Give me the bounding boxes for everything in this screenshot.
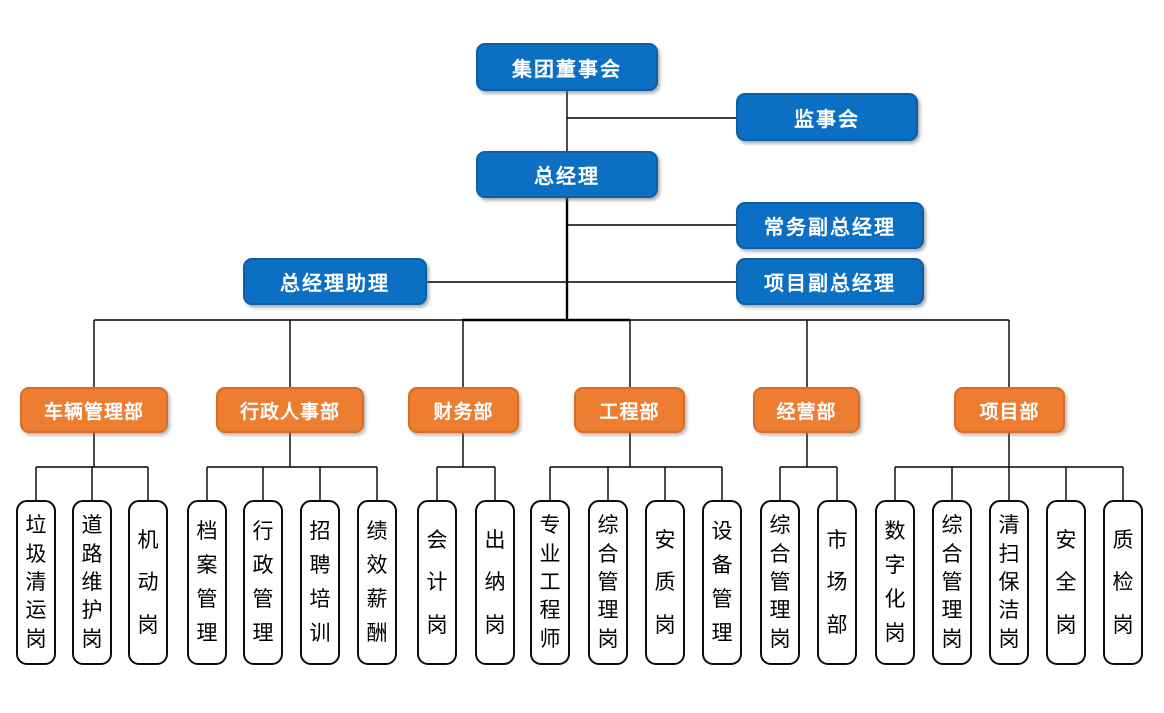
node-dept-admin-hr: 行政人事部	[216, 387, 364, 433]
node-dept-finance: 财务部	[408, 387, 519, 433]
node-dept-engineering: 工程部	[574, 387, 685, 433]
node-supervisory-board: 监事会	[736, 93, 918, 141]
node-pos-garbage-removal: 垃圾清运岗	[16, 500, 56, 665]
node-pos-general-mgmt-ops: 综合管理岗	[760, 500, 800, 665]
node-dept-operations: 经营部	[753, 387, 860, 433]
node-pos-equipment-mgmt: 设备管理	[702, 500, 742, 665]
node-pos-professional-engineer: 专业工程师	[530, 500, 570, 665]
node-pos-archives-mgmt: 档案管理	[187, 500, 227, 665]
node-dept-vehicle: 车辆管理部	[20, 387, 168, 433]
node-board: 集团董事会	[476, 43, 658, 91]
node-pos-general-mgmt-eng: 综合管理岗	[588, 500, 628, 665]
node-pos-quality-inspection: 质检岗	[1103, 500, 1143, 665]
node-pos-road-maintenance: 道路维护岗	[72, 500, 112, 665]
node-project-deputy-gm: 项目副总经理	[736, 258, 924, 305]
node-executive-deputy-gm: 常务副总经理	[736, 202, 924, 249]
node-pos-safety-quality: 安质岗	[645, 500, 685, 665]
node-pos-cashier: 出纳岗	[475, 500, 515, 665]
node-pos-market: 市场部	[817, 500, 857, 665]
node-pos-admin-mgmt: 行政管理	[243, 500, 283, 665]
node-pos-general-mgmt-proj: 综合管理岗	[932, 500, 972, 665]
node-gm-assistant: 总经理助理	[243, 258, 427, 305]
node-pos-digitalization: 数字化岗	[875, 500, 915, 665]
node-pos-performance-pay: 绩效薪酬	[357, 500, 397, 665]
node-pos-mobile: 机动岗	[128, 500, 168, 665]
node-dept-project: 项目部	[954, 387, 1065, 433]
node-pos-safety: 安全岗	[1046, 500, 1086, 665]
node-pos-cleaning: 清扫保洁岗	[989, 500, 1029, 665]
node-pos-accounting: 会计岗	[417, 500, 457, 665]
node-pos-recruit-training: 招聘培训	[300, 500, 340, 665]
node-general-manager: 总经理	[476, 151, 658, 198]
